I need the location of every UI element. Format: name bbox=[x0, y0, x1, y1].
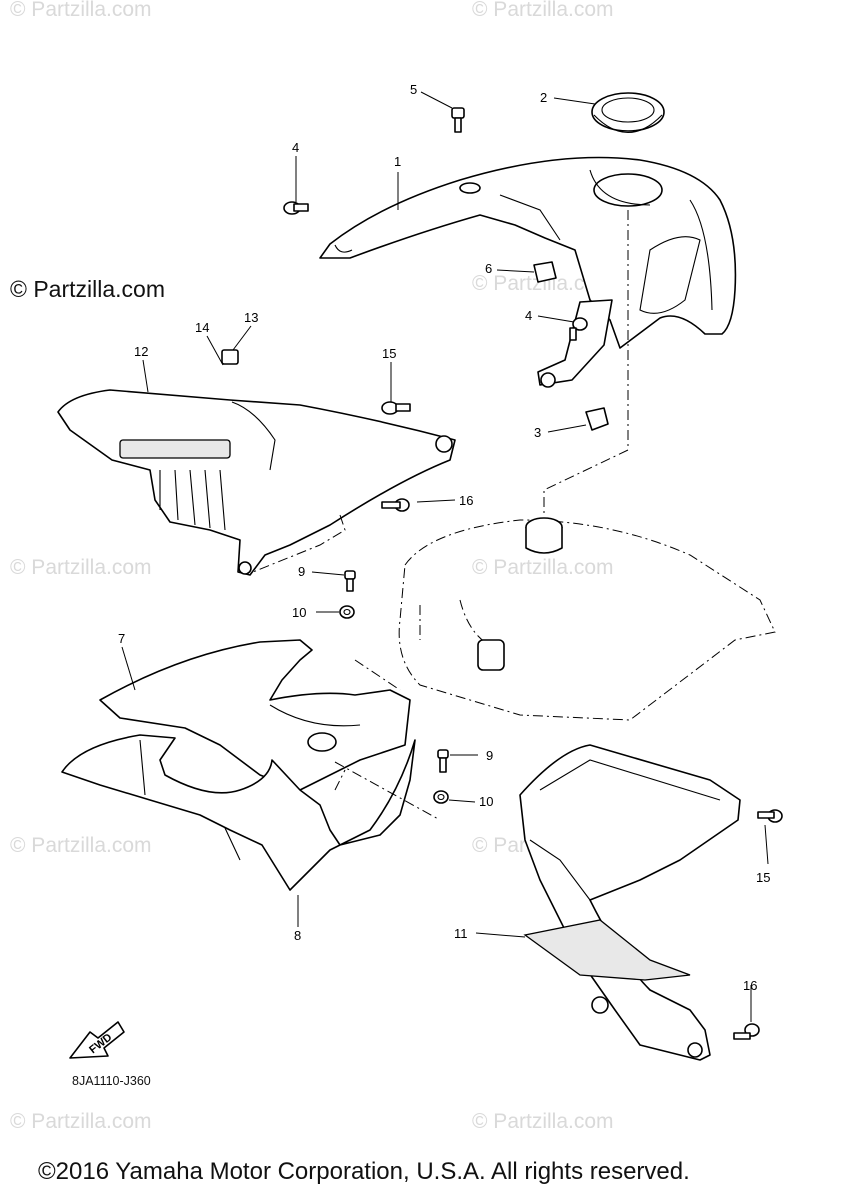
fuel-tank-reference bbox=[398, 517, 776, 721]
callout-2: 2 bbox=[540, 90, 547, 105]
part-11-right-cover bbox=[519, 744, 741, 1061]
part-7-side-cover bbox=[99, 639, 411, 791]
callout-16: 16 bbox=[743, 978, 757, 993]
part-6-clip bbox=[533, 261, 557, 283]
watermark: © Partzilla.com bbox=[472, 556, 614, 579]
part-9-bolt-lower bbox=[437, 749, 449, 773]
callout-12: 12 bbox=[134, 344, 148, 359]
callout-7: 7 bbox=[118, 631, 125, 646]
copyright-footer: ©2016 Yamaha Motor Corporation, U.S.A. A… bbox=[38, 1158, 690, 1185]
callout-1: 1 bbox=[394, 154, 401, 169]
part-9-bolt-upper bbox=[344, 570, 356, 592]
part-12-side-panel bbox=[57, 389, 456, 576]
part-5-bolt bbox=[451, 107, 465, 133]
callout-6: 6 bbox=[485, 261, 492, 276]
watermark: © Partzilla.com bbox=[10, 0, 152, 21]
callout-5: 5 bbox=[410, 82, 417, 97]
callout-8: 8 bbox=[294, 928, 301, 943]
callouts: 1 2 3 4 4 5 6 7 8 9 9 10 10 11 12 13 14 … bbox=[118, 82, 770, 993]
callout-4: 4 bbox=[292, 140, 299, 155]
part-3-bracket bbox=[537, 299, 613, 431]
callout-15: 15 bbox=[382, 346, 396, 361]
part-2-gasket bbox=[591, 92, 665, 134]
part-15-bolt-upper bbox=[381, 401, 411, 415]
partzilla-copyright-mark: © Partzilla.com bbox=[10, 276, 165, 302]
callout-13: 13 bbox=[244, 310, 258, 325]
callout-9: 9 bbox=[486, 748, 493, 763]
part-1-tank-cover bbox=[319, 156, 737, 349]
callout-15: 15 bbox=[756, 870, 770, 885]
callout-9: 9 bbox=[298, 564, 305, 579]
part-10-washer-upper bbox=[339, 605, 355, 619]
part-8-lower-cover bbox=[61, 734, 416, 891]
part-4-screw-lower bbox=[569, 317, 588, 341]
callout-16: 16 bbox=[459, 493, 473, 508]
part-16-bolt-upper bbox=[381, 498, 410, 512]
part-13-pad bbox=[221, 349, 239, 365]
callout-10: 10 bbox=[479, 794, 493, 809]
part-16-bolt-lower bbox=[733, 1023, 760, 1040]
callout-4: 4 bbox=[525, 308, 532, 323]
watermark: © Partzilla.com bbox=[10, 556, 152, 579]
watermark: © Partzilla.com bbox=[10, 1110, 152, 1133]
callout-14: 14 bbox=[195, 320, 209, 335]
part-4-screw-upper bbox=[283, 201, 309, 215]
leader-lines bbox=[121, 91, 769, 1022]
callout-3: 3 bbox=[534, 425, 541, 440]
watermark: © Partzilla.com bbox=[472, 272, 614, 295]
diagram-code: 8JA1110-J360 bbox=[72, 1074, 151, 1088]
watermark: © Partzilla.com bbox=[472, 0, 614, 21]
callout-10: 10 bbox=[292, 605, 306, 620]
watermark: © Partzilla.com bbox=[472, 1110, 614, 1133]
watermark: © Partzilla.com bbox=[10, 834, 152, 857]
part-15-bolt-lower bbox=[757, 809, 783, 823]
part-10-washer-lower bbox=[433, 790, 449, 804]
fwd-arrow-icon: FWD bbox=[69, 1021, 125, 1059]
assembly-lines bbox=[252, 210, 629, 821]
callout-11: 11 bbox=[454, 926, 468, 941]
